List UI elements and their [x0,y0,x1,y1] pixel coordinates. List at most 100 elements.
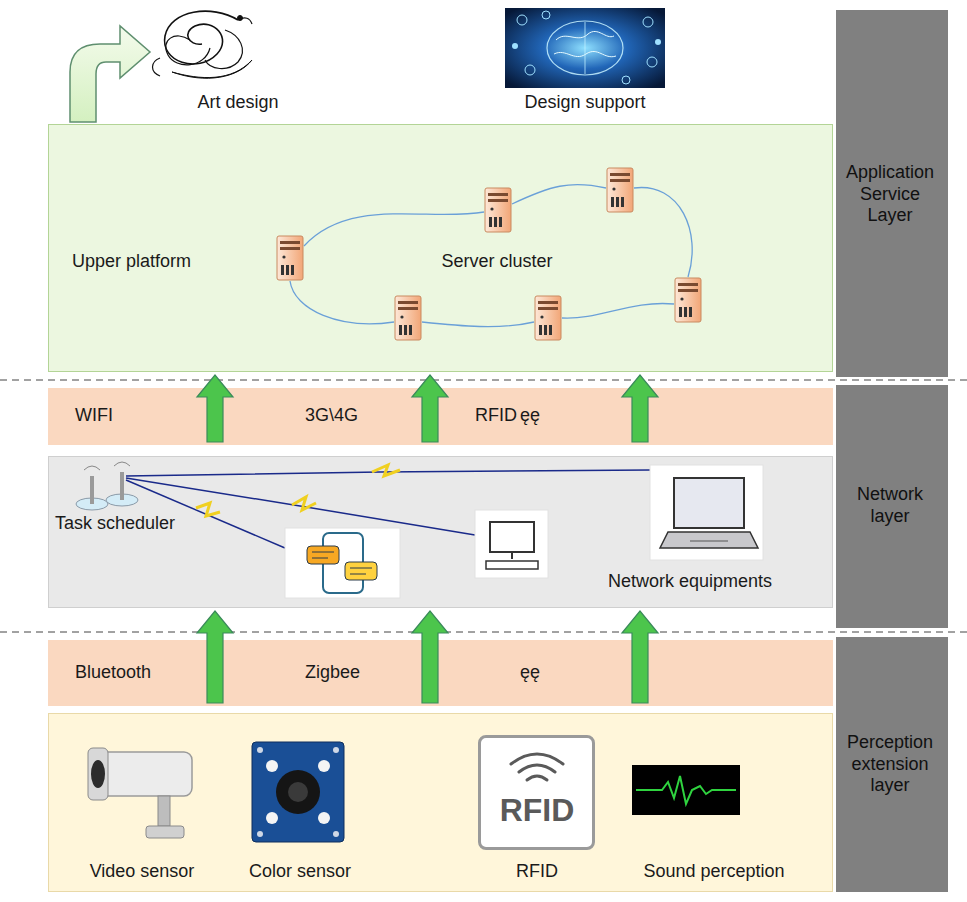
wireless-link-part [126,480,285,548]
wireless-link-part [372,465,400,476]
server-cluster-part [395,296,421,340]
antenna-icon-part [120,472,124,500]
server-cluster-part-part [634,188,692,277]
image-caption: Design support [524,92,645,114]
layer-name: Application Service Layer [838,162,942,227]
antenna-icon [76,462,138,510]
video-sensor-icon-part [91,760,105,788]
sound-wave-icon-part [636,776,736,804]
perception-panel: Video sensorColor sensorRFIDSound percep… [48,713,833,892]
layer-bar: Perception extension layer [836,637,948,892]
protocol-band: Bluetooth Zigbee ęę [48,640,833,706]
flow-arrow [622,375,658,442]
laptop-icon-part [660,532,758,548]
server-cluster-part-part [512,185,606,204]
protocol-name: Bluetooth [75,662,151,684]
layer-divider [0,380,967,632]
rfid-wave-symbol-part [519,765,555,772]
antenna-icon-part [84,462,130,470]
server-cluster-part [535,296,561,340]
laptop-icon-part [690,541,728,542]
color-sensor-icon-part [318,812,330,824]
platform-panel: Upper platform Server cluster [48,124,833,372]
computer-icon [475,510,548,578]
color-sensor-icon-part [288,782,308,802]
laptop-icon [650,465,763,560]
design-support-image-part [622,76,630,84]
phone-icon-part [312,552,334,553]
server-cluster-part [277,236,303,280]
server-cluster [277,168,701,340]
rfid-mark: RFID [500,791,575,829]
color-sensor-icon [252,742,344,842]
sound-wave-icon-part [632,765,740,815]
phone-icon [285,528,400,598]
flow-arrow [622,611,658,703]
design-support-image [505,8,665,88]
design-support-image-part [655,39,661,45]
antenna-icon-part [90,476,94,504]
phone-icon-part [350,568,372,569]
flow-arrow [412,611,448,703]
design-support-image-part [585,22,586,74]
cluster-label: Server cluster [441,251,552,273]
color-sensor-icon-part [318,760,330,772]
phone-icon-part [307,546,339,564]
color-sensor-icon-part [276,770,320,814]
computer-icon-part [486,561,538,569]
color-sensor-icon-part [252,742,344,842]
platform-label: Upper platform [72,251,191,273]
server-cluster-part [675,278,701,322]
sensor-label: Video sensor [90,861,195,883]
protocol-name: Zigbee [305,662,360,684]
phone-icon-part [285,528,400,598]
sensor-label: RFID [516,861,558,883]
video-sensor-icon-part [146,826,184,838]
design-support-image-part [547,21,623,75]
color-sensor-icon-part [333,831,339,837]
wireless-link [126,465,650,548]
design-support-image-part [505,8,665,88]
wireless-link-part [126,478,475,535]
curved-arrow-part [70,26,150,122]
server-cluster-part [607,168,633,212]
layer-divider-part [0,380,967,381]
design-support-image-part [542,11,550,19]
protocol-name: RFID [475,405,517,427]
art-design-image-part [238,18,252,24]
color-sensor-icon-part [257,831,263,837]
ellipsis-mark: ęę [520,662,540,684]
layer-name: Perception extension layer [838,732,942,797]
protocol-name: WIFI [75,405,113,427]
color-sensor-icon-part [257,747,263,753]
phone-icon-part [312,558,328,559]
design-support-image-part [647,57,657,67]
flow-arrow [412,375,448,442]
rfid-wave-symbol-part [511,754,563,764]
color-sensor-icon-part [266,760,278,772]
device-label: Task scheduler [55,513,175,535]
video-sensor-icon-part [158,796,170,826]
computer-icon-part [511,552,513,559]
server-cluster-part-part [422,322,534,327]
rfid-wave-symbol [511,754,563,780]
art-design-image-part [166,36,210,65]
design-support-image-part [554,51,616,56]
design-support-image-part [525,65,535,75]
wireless-link-part [126,470,650,476]
computer-icon-part [475,510,548,578]
design-support-image-part [556,31,614,40]
video-sensor-icon-part [96,752,192,796]
ellipsis-mark: ęę [520,405,540,427]
design-support-image-part [517,15,527,25]
device-label: Network equipments [608,571,772,593]
phone-icon-part [323,533,363,593]
flow-arrow [197,611,233,703]
art-design-image-part [238,16,243,21]
protocol-name: 3G\4G [305,405,358,427]
layer-divider-part [0,632,967,633]
color-sensor-icon-part [333,747,339,753]
